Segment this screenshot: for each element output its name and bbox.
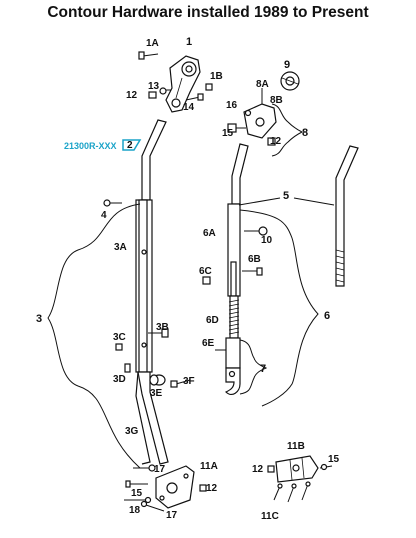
part-number-callout: 21300R-XXX — [64, 141, 117, 151]
label-18: 18 — [129, 505, 141, 516]
part-12-nut-bottom-left — [199, 484, 207, 492]
part-1B-nut — [205, 83, 213, 91]
label-12-bottom-right: 12 — [252, 464, 264, 475]
label-15-top: 15 — [222, 128, 234, 139]
part-17-rivet-top — [133, 464, 156, 472]
label-1: 1 — [186, 36, 192, 48]
label-6B: 6B — [248, 254, 261, 265]
label-3A: 3A — [114, 242, 127, 253]
label-1A: 1A — [146, 38, 159, 49]
label-11C: 11C — [261, 511, 279, 522]
label-6: 6 — [324, 310, 330, 322]
part-11B-bracket — [275, 455, 319, 483]
label-13: 13 — [148, 81, 160, 92]
part-11C-screws — [273, 481, 311, 503]
label-12-mid: 12 — [270, 136, 282, 147]
part-1-bracket — [165, 55, 201, 113]
label-9: 9 — [284, 59, 290, 71]
label-3: 3 — [36, 313, 42, 325]
part-16-washer — [244, 109, 252, 117]
part-6C-nut — [202, 276, 211, 285]
part-15-screw-bottom-left — [125, 480, 148, 488]
part-8-bracket — [227, 103, 277, 146]
label-11A: 11A — [200, 461, 218, 472]
label-16: 16 — [226, 100, 238, 111]
part-number-callout-box — [122, 139, 142, 151]
label-17-bottom: 17 — [166, 510, 178, 521]
brace-3 — [47, 203, 141, 469]
part-3B-bolt — [148, 328, 169, 338]
label-5: 5 — [283, 190, 289, 202]
part-12-nut-top — [148, 91, 157, 99]
label-6D: 6D — [206, 315, 219, 326]
label-14: 14 — [183, 102, 195, 113]
label-8B: 8B — [270, 95, 283, 106]
label-12-bottom-left: 12 — [206, 483, 218, 494]
label-4: 4 — [101, 210, 107, 221]
part-10-bolt — [244, 226, 268, 236]
part-6B-bolt — [242, 267, 263, 276]
label-3C: 3C — [113, 332, 126, 343]
part-9-wheel — [280, 71, 300, 91]
brace-7 — [239, 339, 268, 395]
label-3G: 3G — [125, 426, 139, 437]
brace-6 — [239, 209, 319, 407]
part-3D-spacer — [124, 363, 131, 373]
label-8A: 8A — [256, 79, 269, 90]
label-10: 10 — [261, 235, 273, 246]
part-3E-roller — [149, 374, 166, 386]
part-11A-bracket — [155, 465, 195, 509]
part-3-left-strut — [135, 119, 169, 465]
label-11B: 11B — [287, 441, 305, 452]
part-12-nut-bottom-right — [267, 465, 275, 473]
diagram-title: Contour Hardware installed 1989 to Prese… — [47, 4, 369, 21]
label-15-bottom-left: 15 — [131, 488, 143, 499]
part-3F-bolt — [170, 379, 191, 388]
brace-8 — [271, 103, 304, 157]
label-6E: 6E — [202, 338, 215, 349]
label-7: 7 — [260, 363, 266, 375]
label-17-top: 17 — [154, 464, 166, 475]
part-3C-nut — [115, 343, 123, 351]
label-6A: 6A — [203, 228, 216, 239]
label-3F: 3F — [183, 376, 195, 387]
part-14-bolt — [185, 93, 204, 101]
part-13-washer — [159, 87, 171, 95]
label-12-top: 12 — [126, 90, 138, 101]
label-3D: 3D — [113, 374, 126, 385]
part-17-rivet-bottom — [140, 500, 165, 512]
label-3E: 3E — [150, 388, 163, 399]
part-5-right-strut — [335, 145, 359, 287]
part-5-leader — [238, 197, 335, 206]
label-2: 2 — [127, 140, 133, 151]
label-1B: 1B — [210, 71, 223, 82]
part-1A-screw — [138, 51, 159, 60]
label-15-bottom-right: 15 — [328, 454, 340, 465]
part-4-bolt — [103, 199, 122, 207]
label-8: 8 — [302, 127, 308, 139]
part-6-middle-strut — [224, 143, 249, 396]
part-18-rivet — [124, 496, 152, 504]
label-3B: 3B — [156, 322, 169, 333]
part-15-screw-bottom-right — [319, 463, 333, 471]
label-6C: 6C — [199, 266, 212, 277]
